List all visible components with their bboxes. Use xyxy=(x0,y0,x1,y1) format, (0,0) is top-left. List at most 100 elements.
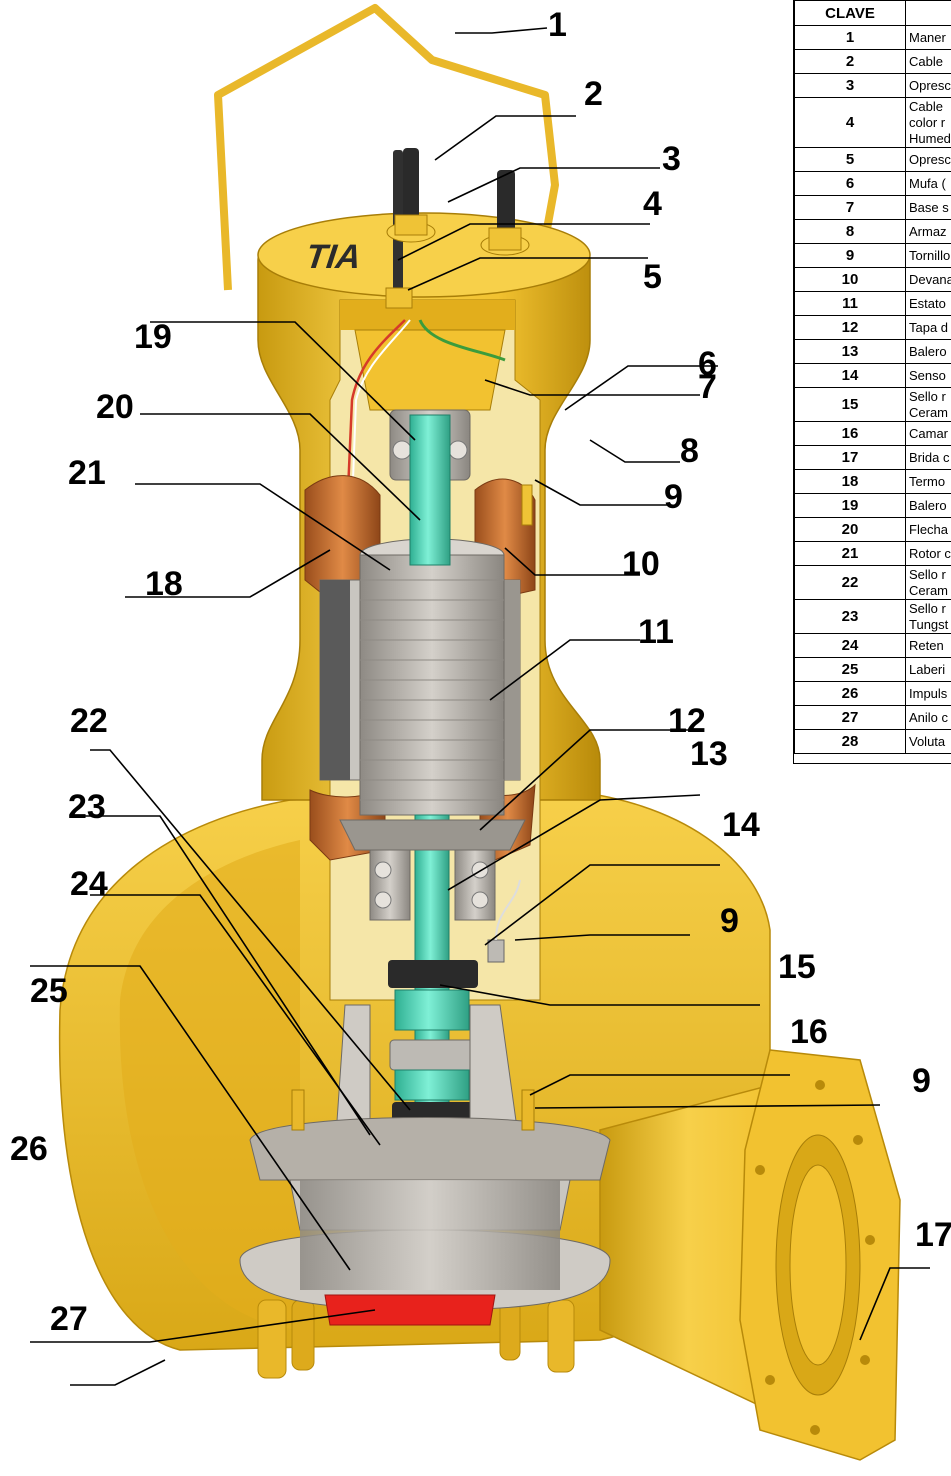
impeller xyxy=(239,1117,611,1326)
callout-9b: 9 xyxy=(720,902,739,940)
legend-description-line: Tornillo xyxy=(909,247,951,263)
legend-key: 5 xyxy=(794,147,906,172)
legend-description-line: Humed xyxy=(909,130,951,146)
legend-description-line: Tungst xyxy=(909,616,949,632)
legend-key: 10 xyxy=(794,267,906,292)
legend-description-line: Balero xyxy=(909,497,947,513)
legend-key: 9 xyxy=(794,243,906,268)
legend-description-line: Reten xyxy=(909,637,944,653)
legend-description: Voluta xyxy=(905,729,951,754)
legend-description-line: Voluta xyxy=(909,733,946,749)
callout-20: 20 xyxy=(96,388,134,426)
callout-2: 2 xyxy=(584,75,603,113)
callout-24: 24 xyxy=(70,865,108,903)
callout-labels: 1 2 3 4 5 6 7 8 9 10 11 12 13 14 9 15 16… xyxy=(10,6,951,1338)
brand-logo: TIA xyxy=(300,238,367,276)
callout-11: 11 xyxy=(638,613,674,651)
legend-description-line: Estato xyxy=(909,295,946,311)
legend-description-line: Termo xyxy=(909,473,946,489)
legend-key: 27 xyxy=(794,705,906,730)
legend-key: 19 xyxy=(794,493,906,518)
legend-key: 25 xyxy=(794,657,906,682)
callout-14: 14 xyxy=(722,806,760,844)
legend-key: 11 xyxy=(794,291,906,316)
legend-description-line: Maner xyxy=(909,29,946,45)
legend-description: Rotor c xyxy=(905,541,951,566)
legend-key: 15 xyxy=(794,387,906,422)
leader-lines xyxy=(30,27,930,1386)
legend-header-desc xyxy=(905,0,951,26)
callout-17: 17 xyxy=(915,1216,951,1254)
callout-22: 22 xyxy=(70,702,108,740)
legend-description-line: Impuls xyxy=(909,685,948,701)
legend-key: 14 xyxy=(794,363,906,388)
legend-description: Maner xyxy=(905,25,951,50)
legend-description: Anilo c xyxy=(905,705,951,730)
legend-key: 22 xyxy=(794,565,906,600)
legend-description: Brida c xyxy=(905,445,951,470)
legend-description-line: Devana xyxy=(909,271,951,287)
legend-key: 4 xyxy=(794,97,906,148)
callout-6: 6 xyxy=(698,345,717,383)
legend-description: Devana xyxy=(905,267,951,292)
legend-description: Termo xyxy=(905,469,951,494)
discharge-flange xyxy=(739,1049,901,1461)
legend-description-line: Sello r xyxy=(909,600,946,616)
legend-description: Base s xyxy=(905,195,951,220)
callout-1: 1 xyxy=(548,6,567,44)
callout-13: 13 xyxy=(690,735,728,773)
legend-description-line: Base s xyxy=(909,199,949,215)
legend-key: 6 xyxy=(794,171,906,196)
lifting-handle xyxy=(214,4,559,291)
legend-key: 16 xyxy=(794,421,906,446)
legend-description-line: Ceram xyxy=(909,404,949,420)
callout-23: 23 xyxy=(68,788,106,826)
legend-key: 28 xyxy=(794,729,906,754)
callout-21: 21 xyxy=(68,454,106,492)
legend-description-line: Anilo c xyxy=(909,709,949,725)
legend-description-line: Brida c xyxy=(909,449,950,465)
legend-key: 24 xyxy=(794,633,906,658)
legend-description-line: Rotor c xyxy=(909,545,951,561)
callout-18: 18 xyxy=(145,565,183,603)
legend-description: Opresc xyxy=(905,147,951,172)
legend-description-line: Opresc xyxy=(909,77,951,93)
legend-description: Camar xyxy=(905,421,951,446)
legend-description: Impuls xyxy=(905,681,951,706)
callout-8: 8 xyxy=(680,432,699,470)
legend-key: 20 xyxy=(794,517,906,542)
rotor-stack xyxy=(359,538,505,816)
legend-key: 23 xyxy=(794,599,906,634)
callout-9c: 9 xyxy=(912,1062,931,1100)
legend-description: Laberi xyxy=(905,657,951,682)
callout-25: 25 xyxy=(30,972,68,1010)
legend-description: Armaz xyxy=(905,219,951,244)
cable-base xyxy=(343,319,506,561)
legend-description-line: Ceram xyxy=(909,582,949,598)
callout-5: 5 xyxy=(643,258,662,296)
legend-key: 18 xyxy=(794,469,906,494)
legend-description-line: Laberi xyxy=(909,661,946,677)
legend-description-line: Armaz xyxy=(909,223,947,239)
cable-glands xyxy=(385,148,530,309)
legend-description-line: Cable xyxy=(909,53,943,69)
